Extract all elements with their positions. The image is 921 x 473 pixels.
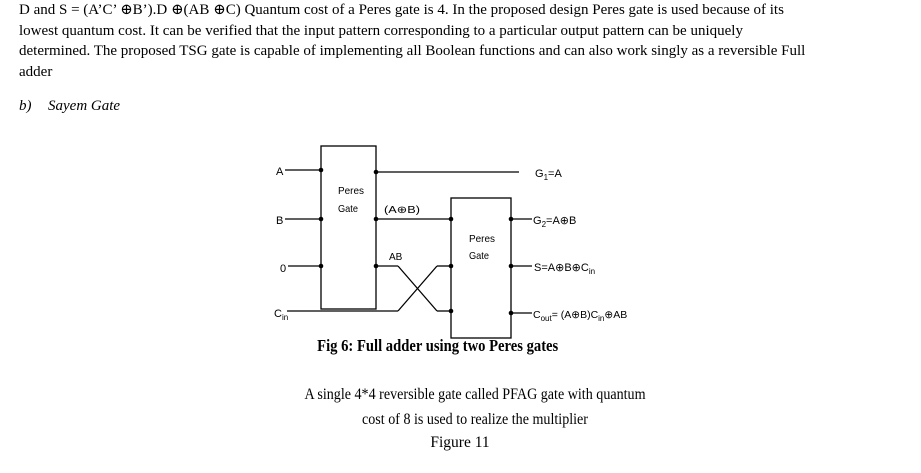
section-heading: b) Sayem Gate bbox=[19, 98, 120, 115]
wire-cin-cross bbox=[397, 265, 438, 312]
figure-label: Figure 11 bbox=[430, 434, 490, 451]
peres-gate-2-box bbox=[450, 197, 512, 339]
output-g1-label: G1=A bbox=[535, 168, 562, 182]
gate1-label-line2: Gate bbox=[338, 203, 358, 215]
dot bbox=[508, 310, 514, 316]
paragraph-line: determined. The proposed TSG gate is cap… bbox=[19, 43, 806, 59]
dot bbox=[508, 263, 514, 269]
figure-note-line2: cost of 8 is used to realize the multipl… bbox=[361, 411, 588, 428]
figure-caption: Fig 6: Full adder using two Peres gates bbox=[317, 336, 559, 355]
ab-label: AB bbox=[389, 252, 403, 263]
paragraph-line: D and S = (A’C’ ⊕B’).D ⊕(AB ⊕C) Quantum … bbox=[19, 2, 784, 18]
paragraph-line: adder bbox=[19, 63, 53, 80]
dot bbox=[508, 216, 514, 222]
dot bbox=[318, 263, 324, 269]
gate2-label-line1: Peres bbox=[469, 233, 495, 245]
dot bbox=[373, 216, 379, 222]
output-g2-label: G2=A⊕B bbox=[533, 215, 576, 229]
paragraph-line: lowest quantum cost. It can be verified … bbox=[19, 22, 743, 39]
section-title: Sayem Gate bbox=[48, 98, 121, 114]
gate1-label-line1: Peres bbox=[338, 185, 364, 197]
input-zero-label: 0 bbox=[280, 263, 286, 275]
dot bbox=[318, 167, 324, 173]
input-a-label: A bbox=[276, 166, 284, 178]
dot bbox=[448, 216, 454, 222]
figure-note-line1: A single 4*4 reversible gate called PFAG… bbox=[304, 386, 646, 403]
dot bbox=[318, 216, 324, 222]
dot bbox=[373, 263, 379, 269]
input-cin-label: Cin bbox=[274, 308, 288, 322]
gate2-label-line2: Gate bbox=[469, 250, 489, 262]
output-cout-label: Cout= (A⊕B)Cin⊕AB bbox=[533, 309, 627, 323]
body-paragraph: D and S = (A’C’ ⊕B’).D ⊕(AB ⊕C) Quantum … bbox=[19, 0, 903, 82]
peres-gate-1-box bbox=[320, 145, 377, 310]
dot bbox=[448, 263, 454, 269]
dot bbox=[448, 308, 454, 314]
aob-label: (A⊕B) bbox=[384, 205, 420, 216]
input-b-label: B bbox=[276, 215, 283, 227]
output-s-label: S=A⊕B⊕Cin bbox=[534, 262, 595, 276]
dot bbox=[373, 169, 379, 175]
section-number: b) bbox=[19, 98, 32, 114]
